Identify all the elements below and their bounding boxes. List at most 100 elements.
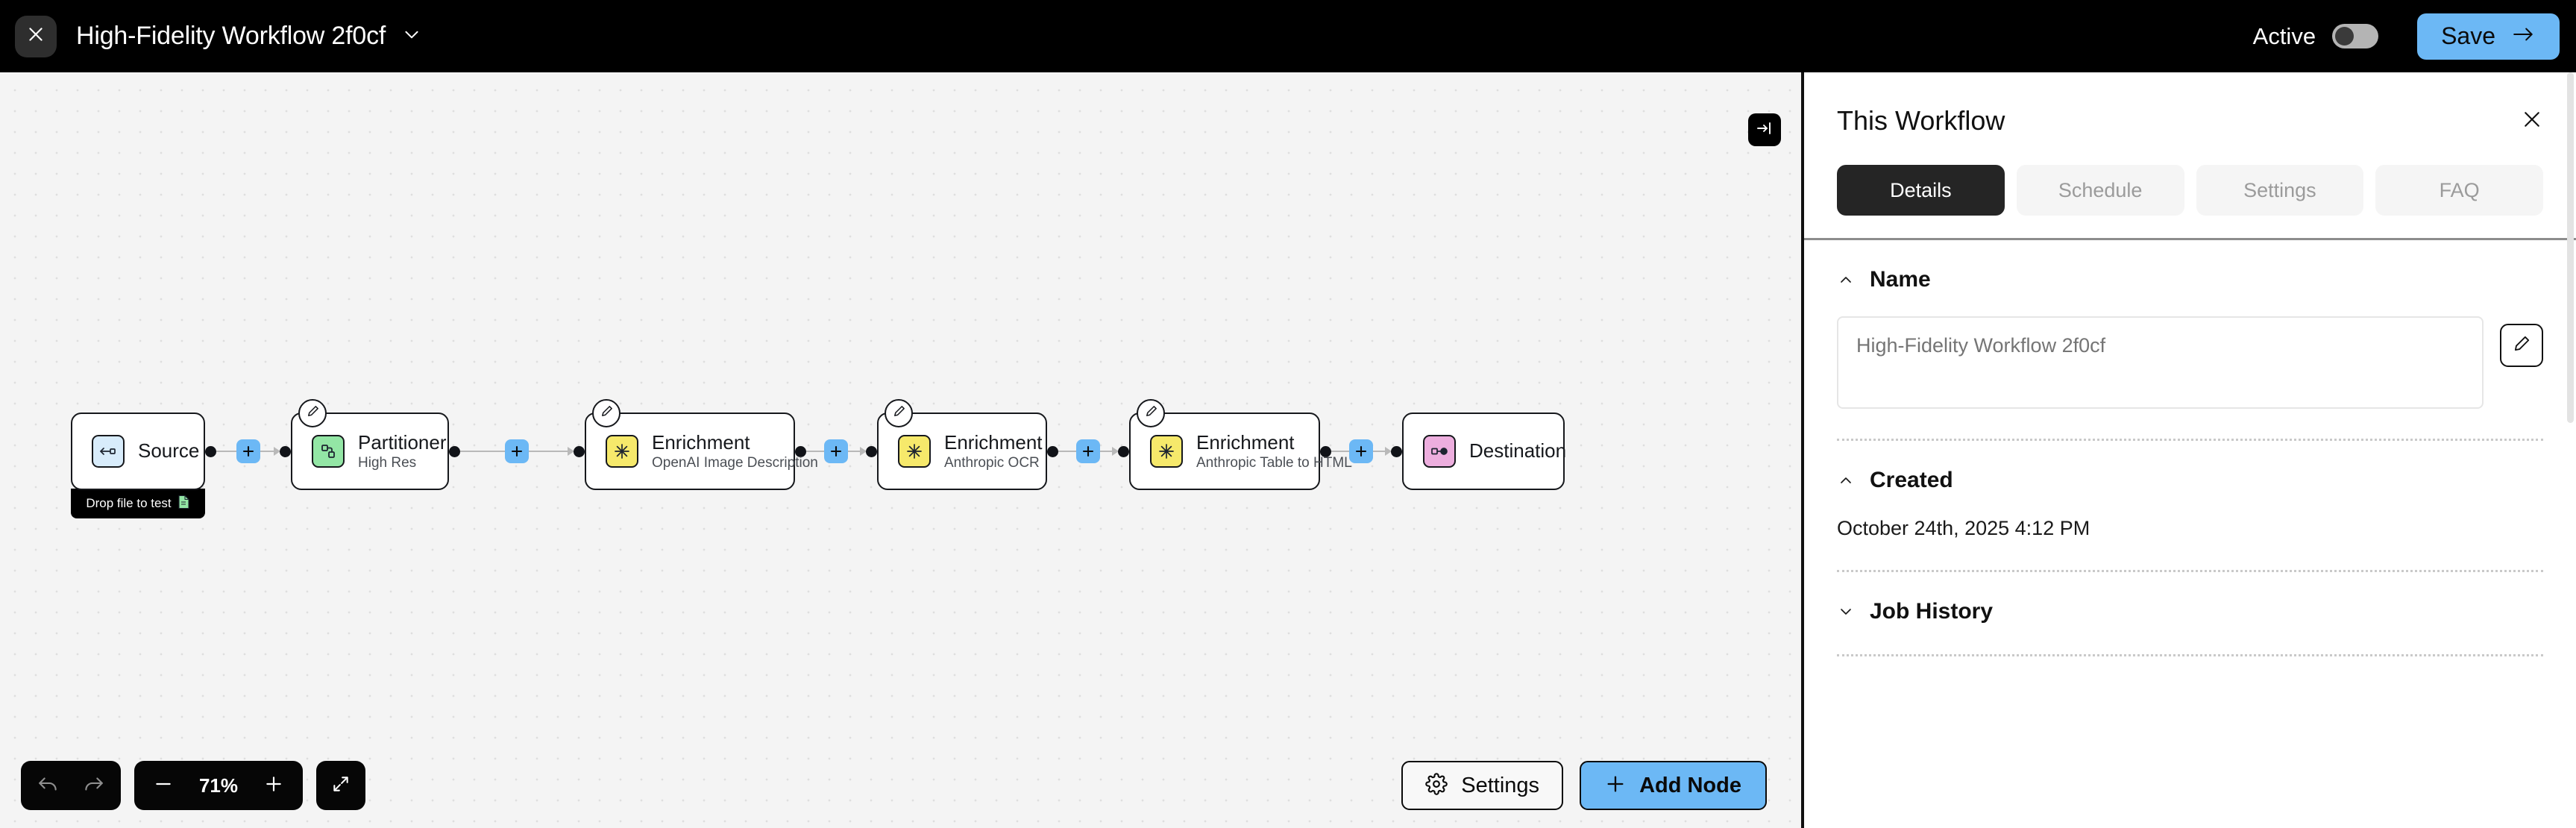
workflow-name-input[interactable] (1837, 316, 2484, 409)
node-source-text: Source (138, 440, 199, 462)
fit-to-screen-icon (331, 774, 351, 797)
node-graph: Source Drop file to test (71, 399, 1567, 518)
node-destination[interactable]: Destination (1402, 413, 1567, 490)
node-source[interactable]: Source (71, 413, 205, 490)
redo-button[interactable] (82, 774, 104, 797)
connector-dot-start (449, 445, 460, 457)
section-created-header[interactable]: Created (1837, 441, 2543, 493)
node-partitioner-text: Partitioner High Res (358, 431, 447, 471)
sparkle-icon (606, 435, 638, 468)
tab-label: Schedule (2058, 178, 2143, 201)
connector-arrow (860, 447, 867, 456)
connector-dot-start (1320, 445, 1331, 457)
zoom-level-label: 71% (198, 774, 239, 797)
settings-button[interactable]: Settings (1401, 761, 1564, 810)
insert-node-button[interactable] (505, 439, 529, 463)
node-enrichment-3[interactable]: Enrichment Anthropic Table to HTML (1129, 413, 1352, 490)
node-enrichment-2-wrapper: Enrichment Anthropic OCR (877, 399, 1047, 490)
connector-arrow (1112, 447, 1119, 456)
connector-dot-start (1047, 445, 1058, 457)
chevron-down-icon (1837, 603, 1855, 621)
panel-scrollbar-thumb[interactable] (2567, 72, 2574, 423)
undo-button[interactable] (37, 774, 60, 797)
save-button[interactable]: Save (2417, 13, 2560, 60)
panel-scrollbar[interactable] (2567, 72, 2574, 828)
close-icon (26, 25, 45, 48)
section-divider (1837, 570, 2543, 572)
chevron-up-icon (1837, 271, 1855, 289)
workflow-details-panel: This Workflow Details Schedule Settings … (1801, 72, 2576, 828)
insert-node-button[interactable] (1076, 439, 1100, 463)
active-toggle[interactable] (2332, 24, 2379, 48)
connector-arrow (568, 447, 574, 456)
section-job-history-header[interactable]: Job History (1837, 572, 2543, 624)
close-workflow-button[interactable] (15, 15, 57, 57)
active-label: Active (2252, 22, 2316, 49)
undo-redo-group (21, 761, 121, 810)
edit-node-button[interactable] (298, 399, 327, 427)
pencil-icon (600, 404, 614, 422)
connector-dot-start (205, 445, 216, 457)
zoom-control-group: 71% (134, 761, 303, 810)
gear-icon (1425, 772, 1448, 799)
node-subtitle: OpenAI Image Description (652, 454, 818, 471)
drop-file-hint[interactable]: Drop file to test (71, 489, 205, 518)
edit-name-button[interactable] (2500, 324, 2543, 367)
node-title: Destination (1469, 439, 1567, 462)
tab-schedule[interactable]: Schedule (2016, 165, 2184, 216)
connector-dot-end (1118, 445, 1129, 457)
section-divider (1837, 654, 2543, 656)
pencil-icon (1144, 404, 1158, 422)
section-created-title: Created (1870, 468, 1953, 492)
connector-arrow (1385, 447, 1392, 456)
tab-settings[interactable]: Settings (2196, 165, 2364, 216)
undo-arrow-icon (37, 774, 60, 797)
sparkle-icon (898, 435, 931, 468)
drop-file-hint-label: Drop file to test (86, 496, 172, 510)
add-node-button[interactable]: Add Node (1580, 761, 1767, 810)
connector-arrow (274, 447, 280, 456)
node-enrichment-3-wrapper: Enrichment Anthropic Table to HTML (1129, 399, 1352, 490)
pencil-icon (2512, 334, 2531, 357)
node-destination-wrapper: Destination (1402, 413, 1567, 490)
chevron-up-icon (1837, 471, 1855, 489)
workflow-canvas[interactable]: Source Drop file to test (0, 72, 1801, 828)
connector-enrichment2-enrichment3 (1047, 413, 1129, 490)
add-node-button-label: Add Node (1639, 773, 1741, 797)
collapse-panel-button[interactable] (1748, 113, 1781, 146)
insert-node-button[interactable] (236, 439, 260, 463)
node-partitioner[interactable]: Partitioner High Res (291, 413, 449, 490)
close-icon (2521, 108, 2543, 134)
node-title: Source (138, 439, 200, 462)
section-name-header[interactable]: Name (1837, 240, 2543, 292)
collapse-panel-icon (1756, 119, 1774, 141)
node-enrichment-1[interactable]: Enrichment OpenAI Image Description (585, 413, 818, 490)
panel-close-button[interactable] (2521, 108, 2543, 134)
zoom-in-button[interactable] (264, 774, 283, 797)
connector-source-partitioner (205, 413, 291, 490)
tab-details[interactable]: Details (1837, 165, 2005, 216)
workflow-title-dropdown-button[interactable] (402, 25, 421, 48)
insert-node-button[interactable] (1349, 439, 1373, 463)
chevron-down-icon (402, 25, 421, 48)
toggle-knob (2335, 27, 2354, 46)
edit-node-button[interactable] (885, 399, 913, 427)
tab-label: Settings (2243, 178, 2316, 201)
tab-faq[interactable]: FAQ (2375, 165, 2543, 216)
node-enrichment-1-text: Enrichment OpenAI Image Description (652, 431, 818, 471)
connector-enrichment3-destination (1320, 413, 1402, 490)
section-created: Created October 24th, 2025 4:12 PM (1804, 441, 2576, 540)
node-enrichment-2-text: Enrichment Anthropic OCR (944, 431, 1043, 471)
file-document-icon (178, 495, 190, 513)
connector-dot-end (280, 445, 291, 457)
zoom-out-button[interactable] (154, 774, 173, 797)
insert-node-button[interactable] (824, 439, 848, 463)
plus-icon (264, 774, 283, 797)
created-timestamp: October 24th, 2025 4:12 PM (1837, 517, 2090, 539)
canvas-zoom-toolbar: 71% (21, 761, 365, 810)
panel-header: This Workflow (1804, 72, 2576, 137)
fit-to-screen-button[interactable] (316, 761, 365, 810)
destination-node-icon (1423, 435, 1456, 468)
edit-node-button[interactable] (1137, 399, 1165, 427)
edit-node-button[interactable] (592, 399, 621, 427)
